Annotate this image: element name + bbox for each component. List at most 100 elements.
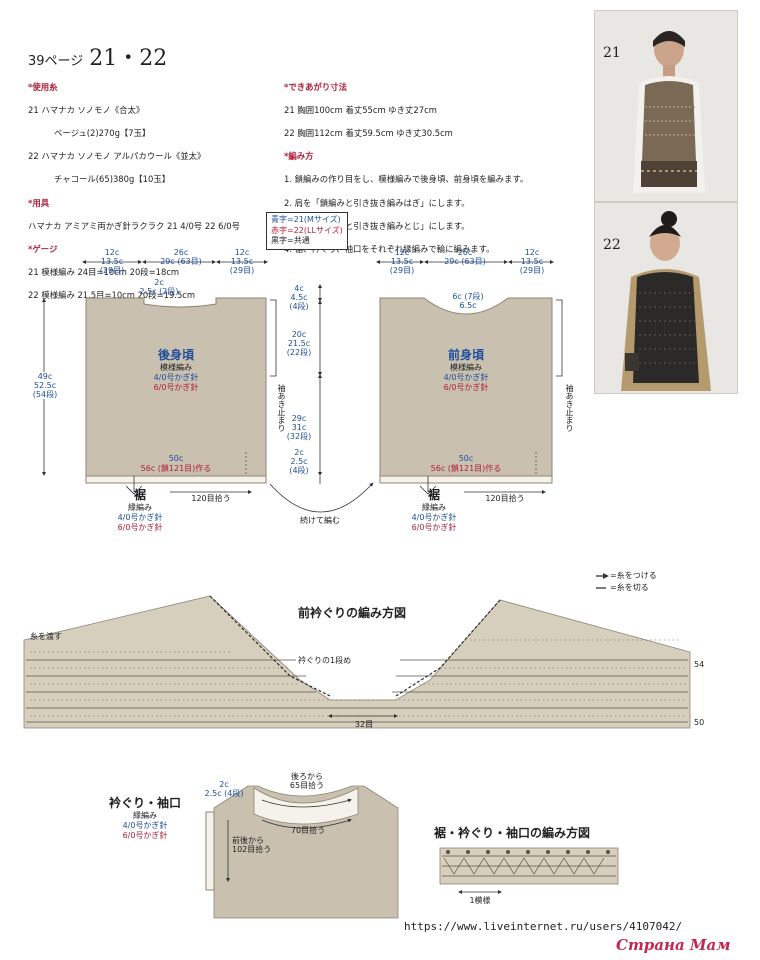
gauge-heading: *ゲージ	[28, 243, 58, 254]
back-hem-labels: 裾 縁編み 4/0号かぎ針 6/0号かぎ針	[110, 486, 170, 533]
back-hook-b: 6/0号かぎ針	[153, 383, 199, 392]
photo-model-21: 21	[594, 10, 738, 202]
method-step: 2. 肩を「鎖編みと引き抜き編みはぎ」にします。	[284, 197, 470, 208]
armhole-depth: 20c 21.5c (22段)	[286, 330, 312, 357]
back-base-a: 50c	[168, 454, 184, 463]
neck-band-depth: 2c 2.5c (4段)	[204, 780, 244, 798]
sleeve-pick: 前後から 102目拾う	[232, 836, 272, 854]
materials-line: 22 ハマナカ ソノモノ アルパカウール《並太》	[28, 151, 206, 162]
back-hem-band	[85, 475, 267, 484]
neck-band-title: 衿ぐり・袖口	[108, 796, 181, 810]
back-hem-title: 裾	[133, 488, 146, 502]
front-neck-chart-title: 前衿ぐりの編み方図	[298, 606, 407, 620]
front-base-b: 56c (鎖121目)作る	[430, 464, 502, 473]
front-hem-hook-a: 4/0号かぎ針	[411, 513, 457, 522]
neck-band-sub: 縁編み	[133, 811, 157, 820]
neck-band-hook-b: 6/0号かぎ針	[122, 831, 168, 840]
tools-line: ハマナカ アミアミ両かぎ針ラクラク 21 4/0号 22 6/0号	[28, 220, 240, 231]
size-line: 22 胸囲112cm 着丈59.5cm ゆき丈30.5cm	[284, 127, 453, 138]
front-armhole-note: 袖あき止まり	[565, 384, 574, 432]
front-hem-labels: 裾 縁編み 4/0号かぎ針 6/0号かぎ針	[404, 486, 464, 533]
photo-number: 22	[603, 237, 621, 253]
legend-blue: 青字=21(Mサイズ)	[271, 215, 341, 224]
symbol-cut: =糸を切る	[610, 583, 649, 592]
front-width-left: 12c 13.5c (29目)	[389, 248, 415, 275]
back-width-mid: 26c 29c (63目)	[160, 248, 202, 266]
front-hook-b: 6/0号かぎ針	[443, 383, 489, 392]
back-base-b: 56c (鎖121目)作る	[140, 464, 212, 473]
front-pattern: 模様編み	[450, 363, 482, 372]
chart1-row-54: 54	[694, 660, 705, 669]
front-hem-pick: 120目拾う	[485, 494, 525, 503]
front-body-shape	[379, 297, 553, 477]
back-pattern: 模様編み	[160, 363, 192, 372]
chart1-row-note: 衿ぐりの1段め	[296, 656, 354, 666]
neck-band-labels: 衿ぐり・袖口 縁編み 4/0号かぎ針 6/0号かぎ針	[100, 794, 190, 841]
front-neck-depth: 6c (7段) 6.5c	[452, 292, 484, 310]
method-step: 1. 鎖編みの作り目をし、模様編みで後身頃、前身頃を編みます。	[284, 174, 529, 185]
back-hem-pick: 120目拾う	[191, 494, 231, 503]
edging-chart-title: 裾・衿ぐり・袖口の編み方図	[434, 826, 591, 840]
watermark: Страна Мам	[616, 936, 731, 954]
materials-line: ベージュ(2)270g【7玉】	[54, 127, 151, 138]
photo-model-22: 22	[594, 202, 738, 394]
front-hook-a: 4/0号かぎ針	[443, 373, 489, 382]
edging-stitch-chart	[439, 847, 619, 894]
shoulder-drop: 4c 4.5c (4段)	[289, 284, 309, 311]
front-body-labels: 前身頃 模様編み 4/0号かぎ針 6/0号かぎ針	[380, 346, 552, 393]
front-hem-title: 裾	[427, 488, 440, 502]
materials-line: チャコール(65)380g【10玉】	[54, 174, 171, 185]
method-heading: *編み方	[284, 151, 314, 162]
front-width-mid: 26c 29c (63目)	[444, 248, 486, 266]
page-ref: 39ページ	[28, 54, 84, 69]
color-legend: 青字=21(Mサイズ) 赤字=22(LLサイズ) 黒字=共通	[266, 212, 348, 250]
front-neck-stitch-chart	[23, 595, 691, 729]
front-hem-hook-b: 6/0号かぎ針	[411, 523, 457, 532]
neck-front-pick: 70目拾う	[290, 826, 326, 835]
materials-line: 21 ハマナカ ソノモノ《合太》	[28, 104, 145, 115]
spec-right: *できあがり寸法 21 胸囲100cm 着丈55cm ゆき丈27cm 22 胸囲…	[284, 70, 528, 267]
edging-repeat: 1模様	[469, 896, 491, 905]
spec-left: *使用糸 21 ハマナカ ソノモノ《合太》 ベージュ(2)270g【7玉】 22…	[28, 70, 240, 313]
front-title: 前身頃	[447, 348, 484, 362]
materials-heading: *使用糸	[28, 81, 58, 92]
legend-red: 赤字=22(LLサイズ)	[271, 225, 343, 235]
front-hem-band	[379, 475, 553, 484]
tools-heading: *用具	[28, 197, 50, 208]
size-heading: *できあがり寸法	[284, 81, 348, 92]
back-hem-hook-a: 4/0号かぎ針	[117, 513, 163, 522]
hem-depth: 2c 2.5c (4段)	[289, 448, 309, 475]
chart1-row-50: 50	[694, 718, 705, 727]
neck-band-hook-a: 4/0号かぎ針	[122, 821, 168, 830]
back-height: 49c 52.5c (54段)	[26, 372, 64, 399]
model-21-illustration	[633, 31, 705, 193]
gauge-line: 21 模様編み 24目=10cm 20段=18cm	[28, 267, 180, 278]
back-neck-depth: 2c 2.5c (2段)	[139, 278, 179, 296]
size-line: 21 胸囲100cm 着丈55cm ゆき丈27cm	[284, 104, 437, 115]
model-22-illustration	[621, 211, 711, 391]
back-width-right: 12c 13.5c (29目)	[229, 248, 255, 275]
back-width-left: 12c 13.5c (29目)	[99, 248, 125, 275]
page-heading: 39ページ 21・22	[28, 40, 167, 72]
neck-band-schematic	[205, 785, 399, 919]
chart1-center-count: 32目	[354, 720, 374, 729]
back-hook-a: 4/0号かぎ針	[153, 373, 199, 382]
neck-back-pick: 後ろから 65目拾う	[289, 772, 325, 790]
side-length: 29c 31c (32段)	[286, 414, 312, 441]
front-hem-sub: 縁編み	[422, 503, 446, 512]
model-numbers: 21・22	[89, 46, 168, 71]
legend-black: 黒字=共通	[271, 236, 310, 245]
front-width-right: 12c 13.5c (29目)	[519, 248, 545, 275]
photo-number: 21	[603, 45, 621, 61]
back-armhole-note: 袖あき止まり	[277, 384, 286, 432]
back-hem-sub: 縁編み	[128, 503, 152, 512]
back-title: 後身頃	[157, 348, 194, 362]
back-body-labels: 後身頃 模様編み 4/0号かぎ針 6/0号かぎ針	[86, 346, 266, 393]
back-body-shape	[85, 297, 267, 477]
back-hem-hook-b: 6/0号かぎ針	[117, 523, 163, 532]
source-url: https://www.liveinternet.ru/users/410704…	[404, 920, 683, 933]
gauge-line: 22 模様編み 21.5目=10cm 20段=19.5cm	[28, 290, 196, 301]
continue-note: 続けて編む	[300, 516, 340, 525]
front-base-a: 50c	[458, 454, 474, 463]
